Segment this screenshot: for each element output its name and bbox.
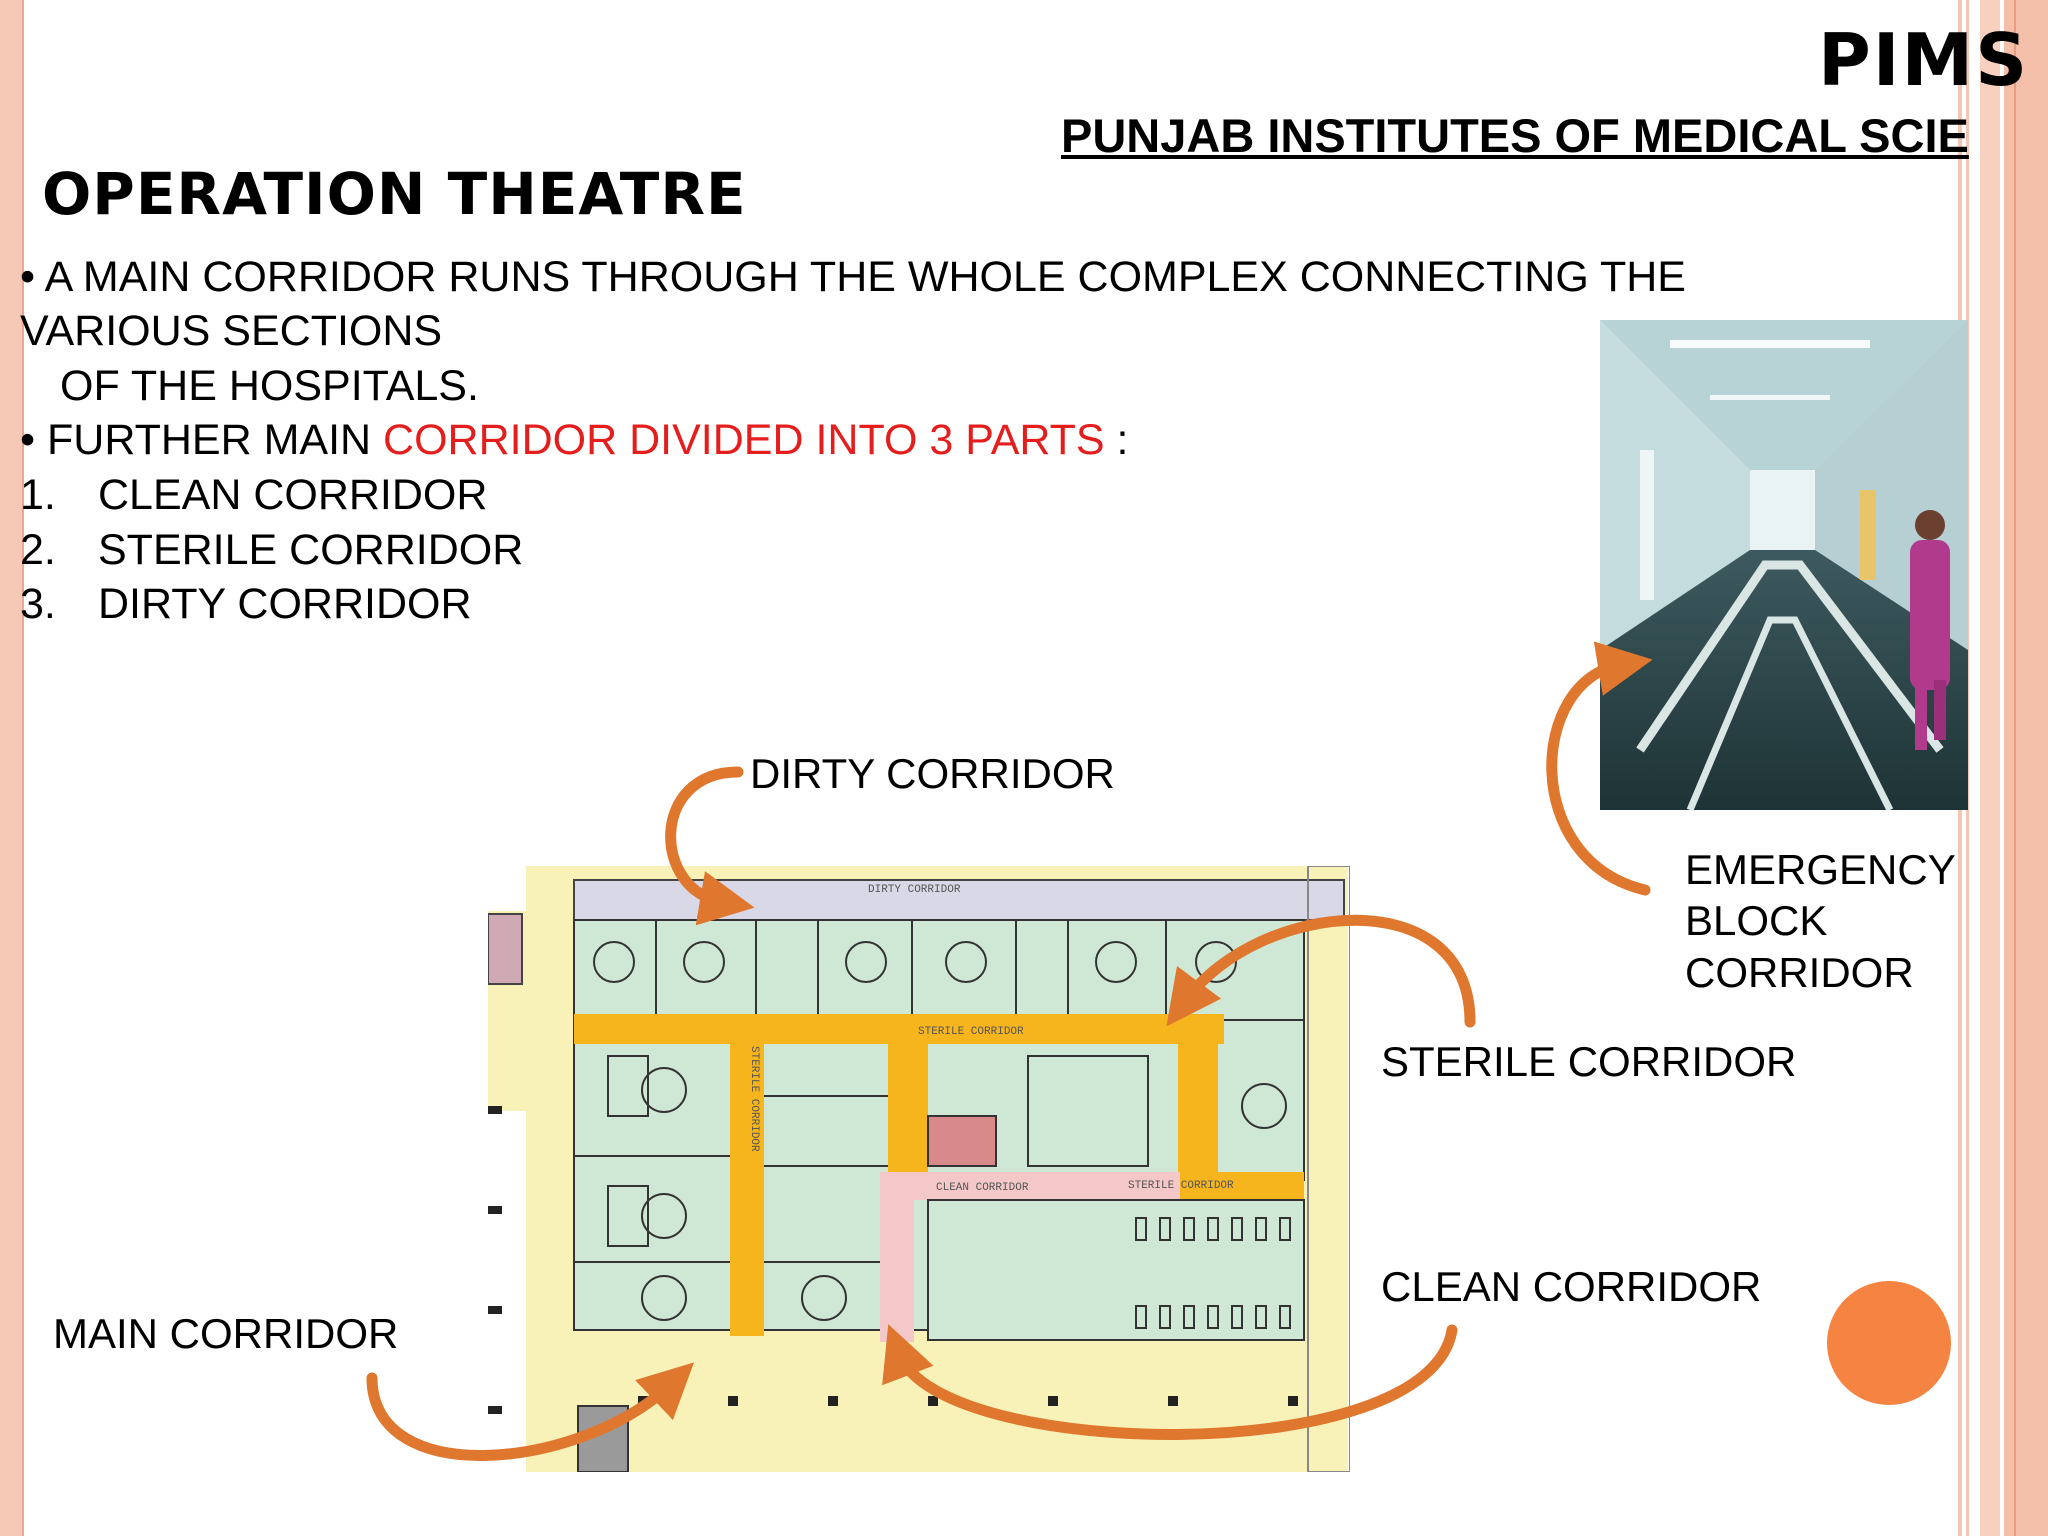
list-item: 2. [20, 526, 56, 574]
plan-label-sterile-right: STERILE CORRIDOR [1128, 1180, 1234, 1192]
label-emergency: EMERGENCY [1685, 846, 1956, 893]
bullet-2-suffix: : [1104, 416, 1129, 464]
label-sterile-corridor: STERILE CORRIDOR [1381, 1038, 1797, 1085]
plan-label-clean: CLEAN CORRIDOR [936, 1182, 1029, 1194]
slide-title: OPERATION THEATRE [42, 160, 747, 228]
institute-name: PUNJAB INSTITUTES OF MEDICAL SCIE [1061, 109, 1969, 162]
pims-heading: PIMS [1818, 18, 2030, 102]
list-item-text: DIRTY CORRIDOR [98, 580, 472, 628]
floor-plan: DIRTY CORRIDOR STERILE CORRIDOR CLEAN CO… [488, 866, 1350, 1472]
bullet-1-line-3: OF THE HOSPITALS. [60, 362, 479, 410]
left-border-line [22, 0, 24, 1536]
list-item-text: STERILE CORRIDOR [98, 526, 524, 574]
bullet-2-highlight: CORRIDOR DIVIDED INTO 3 PARTS [383, 416, 1105, 464]
label-clean-corridor: CLEAN CORRIDOR [1381, 1263, 1762, 1310]
plan-label-dirty: DIRTY CORRIDOR [868, 884, 961, 896]
right-border-line [2014, 0, 2016, 1536]
list-item: 1. [20, 471, 56, 519]
decorative-orange-circle [1827, 1281, 1951, 1405]
bullet-2-prefix: • FURTHER MAIN [20, 416, 384, 464]
left-border-stripe [0, 0, 22, 1536]
bullet-1-line-2: VARIOUS SECTIONS [20, 307, 443, 355]
bullet-2: • FURTHER MAIN CORRIDOR DIVIDED INTO 3 P… [20, 416, 1129, 465]
label-main-corridor: MAIN CORRIDOR [53, 1310, 399, 1357]
plan-label-sterile-vertical: STERILE CORRIDOR [748, 1046, 760, 1152]
bullet-1-line-1: • A MAIN CORRIDOR RUNS THROUGH THE WHOLE… [20, 253, 1686, 301]
label-dirty-corridor: DIRTY CORRIDOR [750, 750, 1115, 797]
right-border-stripe [2004, 0, 2048, 1536]
plan-label-sterile-top: STERILE CORRIDOR [918, 1026, 1024, 1038]
list-item-text: CLEAN CORRIDOR [98, 471, 488, 519]
list-item: 3. [20, 580, 56, 628]
label-block: BLOCK [1685, 897, 1828, 944]
label-corridor: CORRIDOR [1685, 949, 1914, 996]
right-border-stripe [1980, 0, 2000, 1536]
corridor-photo [1600, 320, 1968, 810]
